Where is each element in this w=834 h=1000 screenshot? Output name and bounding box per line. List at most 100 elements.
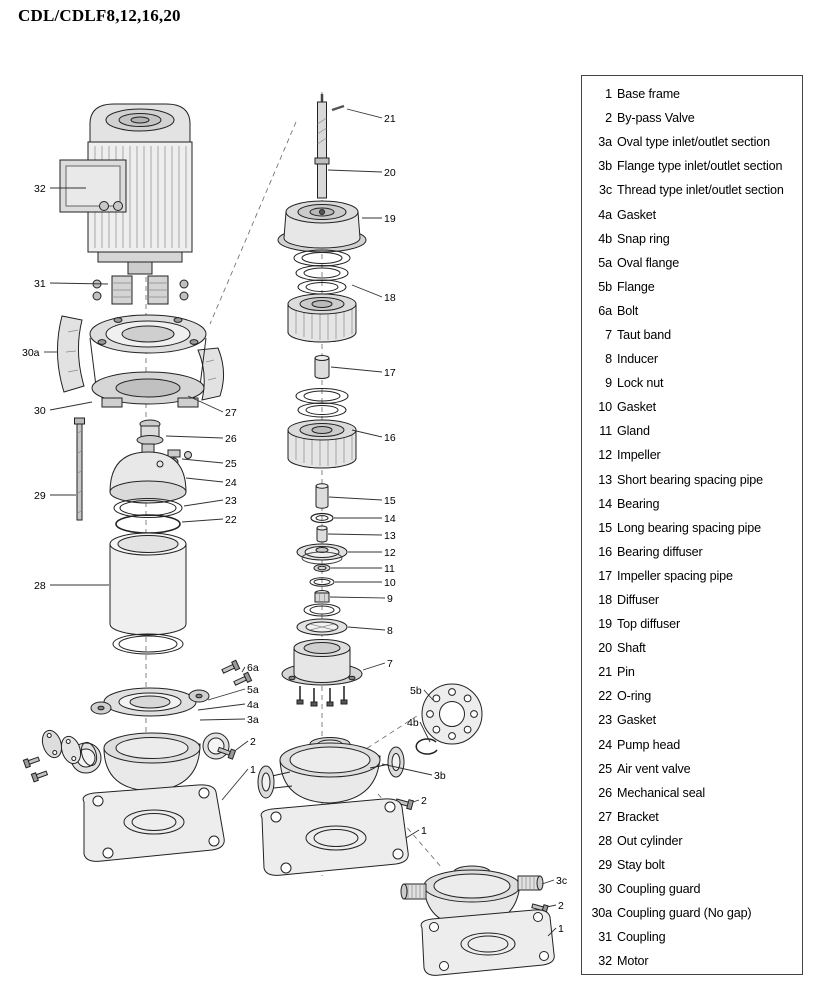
part-number: 3a bbox=[598, 135, 612, 150]
part-label: O-ring bbox=[617, 689, 652, 704]
callout-label: 17 bbox=[384, 367, 396, 379]
diffuser-stack-drawing bbox=[287, 249, 357, 343]
part-number: 17 bbox=[598, 568, 612, 583]
part-number: 20 bbox=[598, 641, 612, 656]
callout-line bbox=[49, 282, 109, 285]
callout-label: 11 bbox=[384, 563, 395, 575]
callout-label: 12 bbox=[384, 547, 396, 559]
callout-line bbox=[329, 596, 386, 599]
part-number: 26 bbox=[598, 785, 612, 800]
callout-line bbox=[327, 169, 383, 173]
callout-line bbox=[419, 721, 431, 743]
part-label: Snap ring bbox=[617, 231, 670, 246]
part-number: 23 bbox=[598, 713, 612, 728]
small-parts-stack-drawing bbox=[296, 483, 348, 603]
part-label: Base frame bbox=[617, 87, 680, 102]
callout-label: 21 bbox=[384, 113, 396, 125]
part-number: 8 bbox=[605, 352, 612, 367]
callout-line bbox=[351, 284, 383, 298]
part-label: Shaft bbox=[617, 641, 646, 656]
callout-line bbox=[187, 395, 224, 413]
callout-label: 22 bbox=[225, 514, 237, 526]
thread-inlet-section-drawing bbox=[400, 865, 549, 928]
parts-list-row: 20 Shaft bbox=[582, 636, 802, 660]
callout-line bbox=[405, 829, 420, 839]
part-label: Flange type inlet/outlet section bbox=[617, 159, 783, 174]
callout-label: 1 bbox=[250, 764, 256, 776]
part-label: Bracket bbox=[617, 809, 659, 824]
bracket-drawing bbox=[89, 314, 207, 408]
callout-label: 20 bbox=[384, 167, 396, 179]
part-number: 32 bbox=[598, 954, 612, 969]
callout-line bbox=[165, 435, 224, 439]
callout-line bbox=[328, 496, 383, 501]
pump-head-drawing bbox=[109, 443, 187, 534]
part-label: Flange bbox=[617, 279, 655, 294]
taut-band-drawing bbox=[281, 639, 363, 707]
callout-label: 26 bbox=[225, 433, 237, 445]
shaft-drawing bbox=[314, 94, 345, 199]
callout-line bbox=[235, 740, 249, 751]
callout-label: 4a bbox=[247, 699, 259, 711]
callout-label: 30a bbox=[22, 347, 40, 359]
callout-line bbox=[183, 499, 224, 507]
callout-line bbox=[347, 626, 386, 631]
inducer-drawing bbox=[296, 603, 348, 636]
callout-label: 8 bbox=[387, 625, 393, 637]
callout-line bbox=[199, 718, 246, 721]
callout-label: 5a bbox=[247, 684, 259, 696]
part-label: Mechanical seal bbox=[617, 785, 706, 800]
part-label: Long bearing spacing pipe bbox=[617, 520, 761, 535]
callout-line bbox=[351, 429, 383, 438]
part-label: Out cylinder bbox=[617, 833, 683, 848]
callout-layer: 323130a3029282726252423226a5a4a3a2121201… bbox=[22, 108, 567, 937]
part-number: 28 bbox=[598, 833, 612, 848]
callout-label: 2 bbox=[250, 736, 256, 748]
callout-label: 3b bbox=[434, 770, 446, 782]
base-frame-left-drawing bbox=[82, 784, 225, 862]
part-label: Inducer bbox=[617, 352, 658, 367]
stay-bolt-drawing bbox=[74, 417, 85, 521]
coupling-guard-drawing bbox=[56, 315, 224, 401]
callout-label: 32 bbox=[34, 183, 46, 195]
base-frame-center-drawing bbox=[260, 798, 409, 876]
callout-line bbox=[185, 477, 224, 483]
callout-line bbox=[197, 703, 246, 711]
callout-label: 25 bbox=[225, 458, 237, 470]
part-label: Air vent valve bbox=[617, 761, 691, 776]
part-label: Top diffuser bbox=[617, 617, 681, 632]
page-title: CDL/CDLF8,12,16,20 bbox=[18, 6, 181, 25]
part-label: Taut band bbox=[617, 327, 671, 342]
part-label: Stay bolt bbox=[617, 858, 665, 873]
callout-label: 29 bbox=[34, 490, 46, 502]
callout-label: 24 bbox=[225, 477, 237, 489]
part-label: Thread type inlet/outlet section bbox=[617, 183, 784, 198]
callout-label: 9 bbox=[387, 593, 393, 605]
callout-line bbox=[381, 763, 433, 776]
snap-ring-drawing bbox=[415, 738, 438, 755]
callout-line bbox=[327, 533, 383, 536]
callout-line bbox=[346, 108, 383, 119]
callout-label: 31 bbox=[34, 278, 46, 290]
callout-line bbox=[547, 927, 557, 937]
part-label: Bearing bbox=[617, 496, 660, 511]
part-number: 30a bbox=[591, 906, 612, 921]
callout-label: 1 bbox=[421, 825, 427, 837]
part-number: 3b bbox=[598, 159, 612, 174]
callout-label: 28 bbox=[34, 580, 46, 592]
part-label: Bearing diffuser bbox=[617, 544, 703, 559]
part-number: 24 bbox=[598, 737, 612, 752]
